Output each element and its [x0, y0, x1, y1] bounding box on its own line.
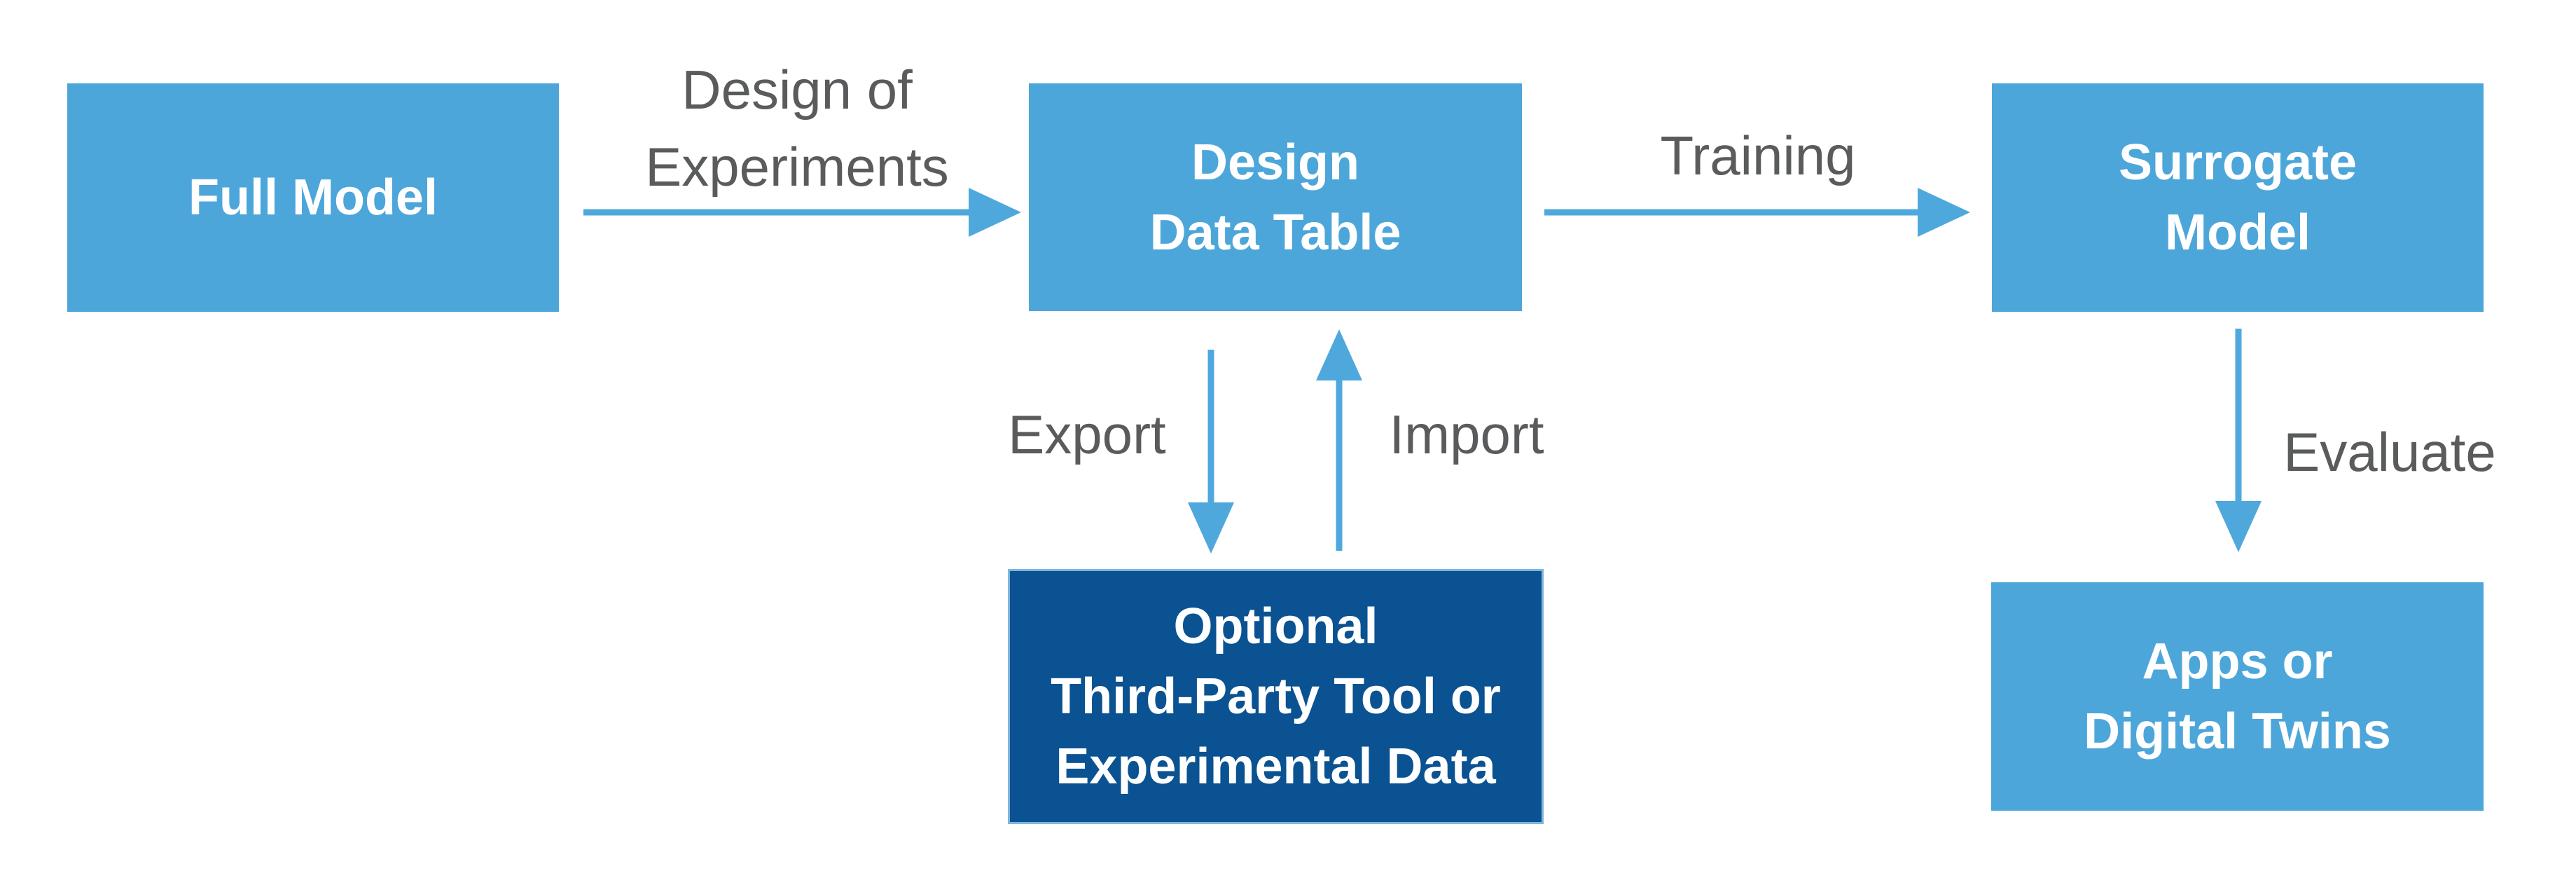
label-evaluate: Evaluate: [2215, 413, 2565, 490]
node-label-line: Surrogate: [2118, 135, 2357, 191]
arrow-head: [1316, 329, 1362, 380]
node-label-line: Model: [2165, 205, 2311, 261]
arrow-head: [1918, 188, 1970, 237]
node-label-line: Experimental Data: [1055, 739, 1496, 795]
arrow-head: [2215, 501, 2262, 552]
label-design-of-experiments: Design of Experiments: [552, 51, 1042, 205]
edge-label-line: Design of: [681, 59, 913, 121]
import-arrow: [1316, 329, 1362, 551]
node-label-line: Digital Twins: [2084, 704, 2391, 760]
node-design-data-table: Design Data Table: [1029, 83, 1522, 311]
node-full-model: Full Model: [67, 83, 559, 312]
node-label-line: Data Table: [1149, 204, 1401, 261]
edge-label-line: Export: [1008, 404, 1166, 465]
arrow-head: [1188, 502, 1234, 554]
training-arrow: [1544, 188, 1970, 237]
label-import: Import: [1292, 396, 1642, 473]
evaluate-arrow: [2215, 329, 2262, 552]
node-apps-digital-twins: Apps or Digital Twins: [1991, 582, 2484, 811]
node-label-line: Apps or: [2142, 633, 2333, 689]
node-label-line: Third-Party Tool or: [1051, 668, 1501, 725]
arrow-head: [969, 188, 1021, 237]
edge-label-line: Experiments: [645, 136, 949, 198]
node-surrogate-model: Surrogate Model: [1992, 83, 2484, 312]
edge-label-line: Training: [1660, 125, 1856, 186]
node-label-line: Full Model: [188, 170, 438, 226]
export-arrow: [1188, 350, 1234, 554]
label-export: Export: [912, 396, 1262, 473]
node-label-line: Design: [1191, 134, 1360, 191]
node-third-party-tool: Optional Third-Party Tool or Experimenta…: [1008, 569, 1544, 824]
node-label-line: Optional: [1173, 598, 1378, 654]
doe-arrow: [583, 188, 1021, 237]
edge-label-line: Evaluate: [2283, 421, 2496, 483]
edge-label-line: Import: [1389, 404, 1544, 465]
label-training: Training: [1583, 117, 1933, 194]
